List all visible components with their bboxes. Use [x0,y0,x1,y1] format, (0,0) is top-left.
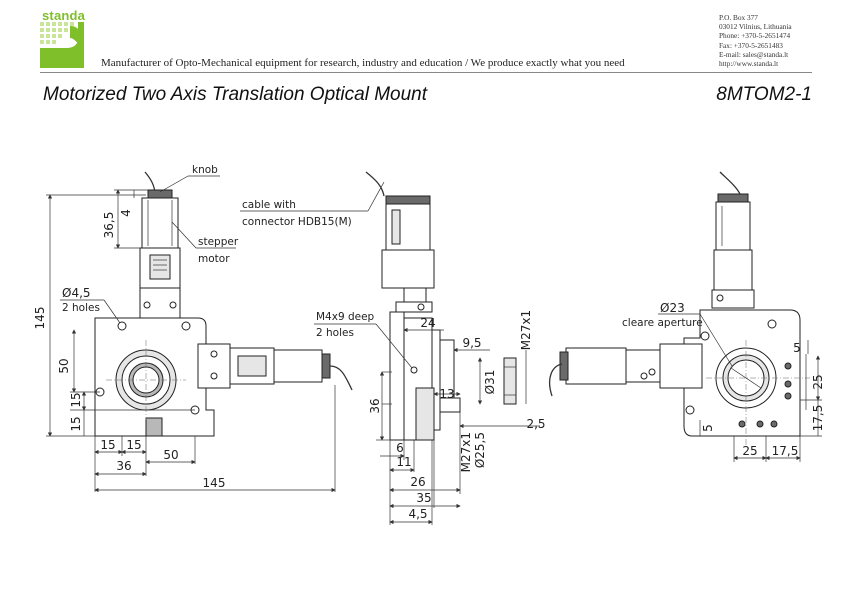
product-code: 8MTOM2-1 [716,84,812,105]
side-view: 6 11 26 35 4,5 36 24 9,5 M27x1 Ø31 13 2,… [240,171,546,525]
label-hole-diameter: Ø4,5 [62,286,91,300]
label-motor: motor [198,253,230,265]
dim-13: 13 [439,387,454,401]
dim-diameter-31: Ø31 [483,370,497,395]
label-m4x9-deep: M4x9 deep [316,311,375,323]
side-plate [389,311,405,441]
dim-m27x1-bottom: M27x1 [459,432,473,472]
dim-26: 26 [410,475,425,489]
mounting-hole [117,321,127,331]
dim-36-5: 36,5 [102,212,116,239]
dim-2-5: 2,5 [526,417,545,431]
dim-15-b: 15 [126,438,141,452]
label-2-holes-thread: 2 holes [316,327,354,339]
dim-15-a: 15 [100,438,115,452]
dim-m27x1-top: M27x1 [519,310,533,350]
dim-36-horizontal: 36 [116,459,131,473]
dim-6: 6 [396,441,404,455]
label-2-holes: 2 holes [62,302,100,314]
contact-line: Phone: +370-5-2651474 [719,31,791,41]
standa-logo [40,8,84,70]
label-connector: connector HDB15(M) [242,216,352,228]
knob-shape [147,189,173,199]
back-view: 5 25 17,5 5 25 17,5 Ø23 cleare aperture [548,171,825,462]
contact-block: P.O. Box 377 03012 Vilnius, Lithuania Ph… [719,13,792,68]
dim-25-vertical: 25 [811,374,825,389]
dim-25-horizontal: 25 [742,444,757,458]
front-view: 145 36,5 4 50 15 15 15 15 50 36 145 knob [33,164,353,493]
dim-35: 35 [416,491,431,505]
dim-9-5: 9,5 [462,336,481,350]
label-clear-aperture: cleare aperture [622,317,703,329]
contact-line: E-mail: sales@standa.lt [719,49,789,59]
dim-145-vertical: 145 [33,307,47,330]
dim-50-vertical: 50 [57,358,71,373]
dim-17-5-vertical: 17,5 [811,405,825,432]
dim-145-horizontal: 145 [203,476,226,490]
dim-11: 11 [396,455,411,469]
label-aperture-diameter: Ø23 [660,301,685,315]
label-knob: knob [192,164,218,176]
label-cable-with: cable with [242,199,296,211]
dim-4-5: 4,5 [408,507,427,521]
dim-4: 4 [119,209,133,217]
contact-line: Fax: +370-5-2651483 [719,40,783,50]
dim-diameter-25-5: Ø25,5 [473,432,487,468]
brand-wordmark: standa [42,8,86,23]
label-stepper: stepper [198,236,239,248]
dim-15-vertical-2: 15 [69,416,83,431]
page-title: Motorized Two Axis Translation Optical M… [43,84,428,105]
contact-line: http://www.standa.lt [719,59,779,69]
contact-line: P.O. Box 377 [719,13,758,22]
dim-17-5-horizontal: 17,5 [772,444,799,458]
dim-5-top: 5 [793,341,801,355]
dim-36-side: 36 [368,398,382,413]
dim-50-horizontal: 50 [163,448,178,462]
dim-15-vertical: 15 [69,392,83,407]
header-divider [40,72,812,73]
dim-24: 24 [420,316,435,330]
company-tagline: Manufacturer of Opto-Mechanical equipmen… [101,57,625,69]
dim-5-bottom: 5 [701,424,715,432]
contact-line: 03012 Vilnius, Lithuania [719,22,792,32]
